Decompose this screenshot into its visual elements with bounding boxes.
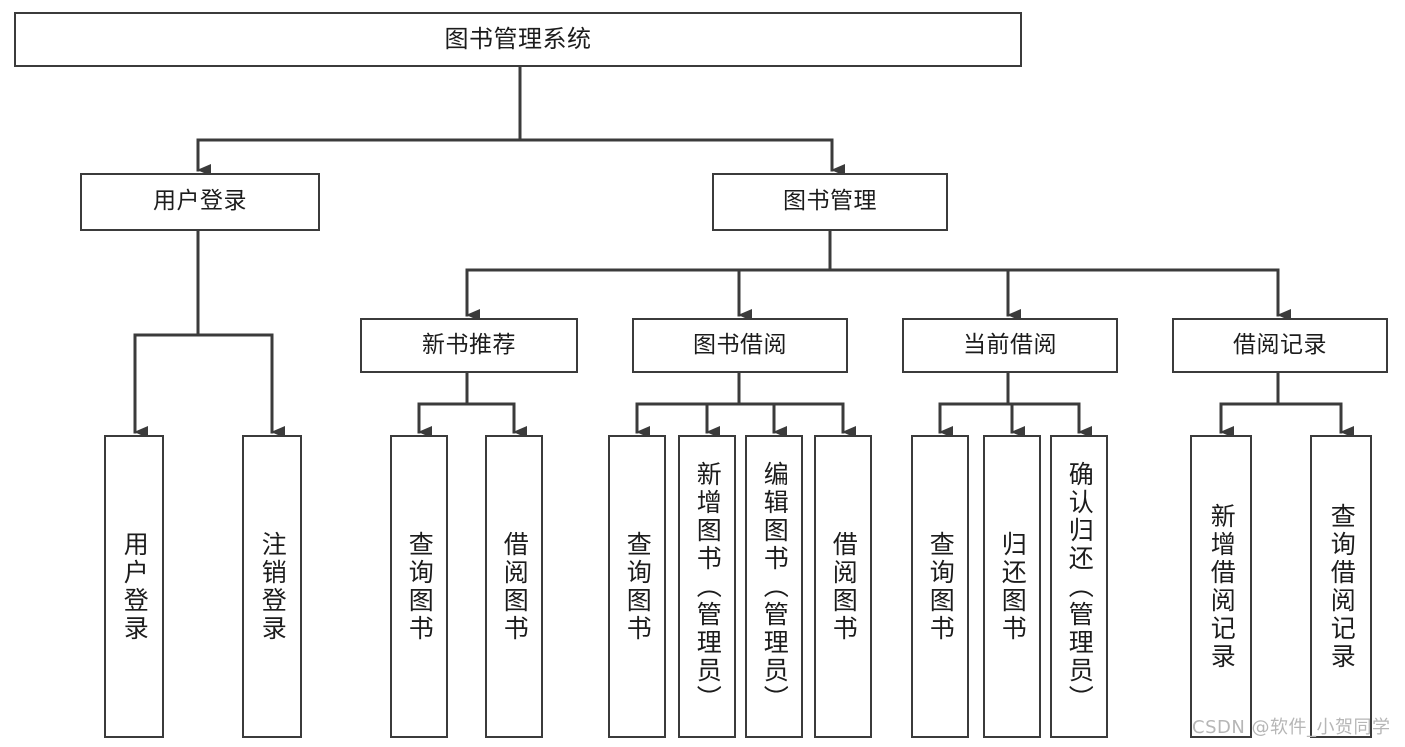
leaf-logout[interactable]: 注销登录 [242,435,302,738]
leaf-query-book-borrow[interactable]: 查询图书 [608,435,666,738]
node-current-borrow[interactable]: 当前借阅 [902,318,1118,373]
leaf-query-book-borrow-label: 查询图书 [623,530,653,643]
leaf-query-borrow-record-label: 查询借阅记录 [1327,502,1357,671]
leaf-return-book[interactable]: 归还图书 [983,435,1041,738]
leaf-edit-book-admin-label: 编辑图书（管理员） [760,460,790,713]
node-user-login[interactable]: 用户登录 [80,173,320,231]
node-new-book-recommend[interactable]: 新书推荐 [360,318,578,373]
node-book-management[interactable]: 图书管理 [712,173,948,231]
node-current-borrow-label: 当前借阅 [963,331,1057,358]
node-book-borrow[interactable]: 图书借阅 [632,318,848,373]
leaf-add-book-admin[interactable]: 新增图书（管理员） [678,435,736,738]
node-borrow-record-label: 借阅记录 [1233,331,1327,358]
leaf-confirm-return-admin-label: 确认归还（管理员） [1065,460,1095,713]
leaf-user-login-label: 用户登录 [120,530,150,643]
leaf-user-login[interactable]: 用户登录 [104,435,164,738]
leaf-edit-book-admin[interactable]: 编辑图书（管理员） [745,435,803,738]
leaf-confirm-return-admin[interactable]: 确认归还（管理员） [1050,435,1108,738]
leaf-add-book-admin-label: 新增图书（管理员） [693,460,723,713]
leaf-borrow-book-recommend[interactable]: 借阅图书 [485,435,543,738]
node-new-book-recommend-label: 新书推荐 [422,331,516,358]
leaf-add-borrow-record-label: 新增借阅记录 [1207,502,1237,671]
leaf-return-book-label: 归还图书 [998,530,1028,643]
node-root[interactable]: 图书管理系统 [14,12,1022,67]
node-borrow-record[interactable]: 借阅记录 [1172,318,1388,373]
leaf-borrow-book-recommend-label: 借阅图书 [500,530,530,643]
leaf-borrow-book[interactable]: 借阅图书 [814,435,872,738]
watermark: CSDN @软件_小贺同学 [1192,717,1391,738]
leaf-query-book-current-label: 查询图书 [926,530,956,643]
leaf-query-borrow-record[interactable]: 查询借阅记录 [1310,435,1372,738]
node-root-label: 图书管理系统 [444,25,592,54]
node-book-borrow-label: 图书借阅 [693,331,787,358]
leaf-query-book-current[interactable]: 查询图书 [911,435,969,738]
leaf-query-book-recommend[interactable]: 查询图书 [390,435,448,738]
leaf-logout-label: 注销登录 [258,530,288,643]
leaf-add-borrow-record[interactable]: 新增借阅记录 [1190,435,1252,738]
node-book-management-label: 图书管理 [783,188,877,215]
leaf-query-book-recommend-label: 查询图书 [405,530,435,643]
leaf-borrow-book-label: 借阅图书 [829,530,859,643]
node-user-login-label: 用户登录 [153,188,247,215]
